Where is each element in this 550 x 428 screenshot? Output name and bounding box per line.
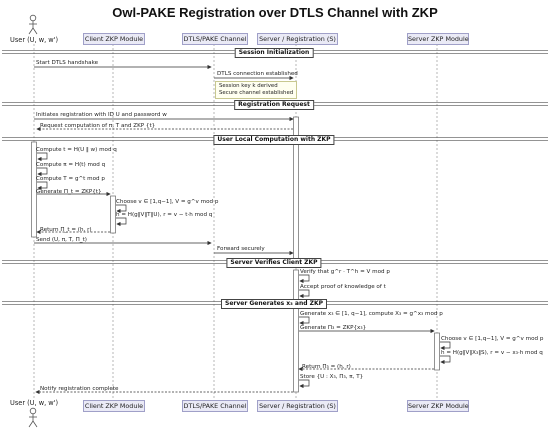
activation-client-zkp <box>110 195 116 234</box>
actor-user-top: User (U, w, w') <box>10 36 59 44</box>
msg-server-choose-v: Choose v ∈ [1,q−1], V = g^v mod p <box>441 336 544 342</box>
self-verify <box>299 274 310 284</box>
msg-verify: Verify that g^r · T^h = V mod p <box>300 269 390 275</box>
msg-forward: Forward securely <box>217 246 265 252</box>
msg-client-hash: h = H(g‖V‖T‖U), r = v − t·h mod q <box>116 212 213 218</box>
participant-client-zkp-top: Client ZKP Module <box>83 33 145 45</box>
actor-user-bottom: User (U, w, w') <box>10 399 59 407</box>
msg-compute-pi: Compute π = H(t) mod q <box>36 162 106 168</box>
self-client-choose <box>116 204 127 214</box>
msg-generate-x3: Generate x₃ ∈ [1, q−1], compute X₃ = g^x… <box>300 311 443 317</box>
msg-notify: Notify registration complete <box>40 386 119 392</box>
self-accept <box>299 289 310 299</box>
msg-send: Send (U, π, T, Π_t) <box>36 237 87 243</box>
msg-server-hash: h = H(g‖V‖X₃‖S), r = v − x₃·h mod q <box>441 350 543 356</box>
msg-compute-T: Compute T = g^t mod p <box>36 176 105 182</box>
msg-accept-proof: Accept proof of knowledge of t <box>300 284 386 290</box>
session-note: Session key k derived Secure channel est… <box>215 81 298 99</box>
section-server-verify: Server Verifies Client ZKP <box>226 258 322 268</box>
self-compute-T <box>37 181 48 191</box>
activation-server-zkp <box>434 332 440 371</box>
note-line-2: Secure channel established <box>219 90 294 96</box>
diagram-title: Owl-PAKE Registration over DTLS Channel … <box>112 5 438 20</box>
msg-client-choose-v: Choose v ∈ [1,q−1], V = g^v mod p <box>116 199 219 205</box>
activation-server-2 <box>293 269 299 393</box>
msg-generate-pi-t: Generate Π_t = ZKP{t} <box>36 189 102 195</box>
self-generate-x3 <box>299 316 310 326</box>
note-line-1: Session key k derived <box>219 83 278 89</box>
participant-server-top: Server / Registration (S) <box>257 33 338 45</box>
msg-compute-t: Compute t = H(U ‖ w) mod q <box>36 147 117 153</box>
user-actor-bottom-figure <box>28 407 38 428</box>
participant-dtls-top: DTLS/PAKE Channel <box>182 33 248 45</box>
user-actor-top-figure <box>28 14 38 35</box>
msg-dtls-established: DTLS connection established <box>217 71 298 77</box>
msg-request-computation: Request computation of π, T and ZKP {t} <box>40 123 156 129</box>
section-user-local: User Local Computation with ZKP <box>213 135 335 145</box>
participant-dtls-bottom: DTLS/PAKE Channel <box>182 400 248 412</box>
self-compute-pi <box>37 167 48 177</box>
participant-server-zkp-top: Server ZKP Module <box>407 33 469 45</box>
section-registration-request: Registration Request <box>234 100 314 110</box>
participant-server-bottom: Server / Registration (S) <box>257 400 338 412</box>
self-store <box>299 379 310 389</box>
section-server-gen: Server Generates x₃ and ZKP <box>220 299 328 309</box>
activation-user <box>31 141 37 238</box>
participant-client-zkp-bottom: Client ZKP Module <box>83 400 145 412</box>
section-session-init: Session Initialization <box>234 48 314 58</box>
self-server-hash <box>440 355 451 365</box>
self-client-hash <box>116 217 127 227</box>
msg-initiates-registration: Initiates registration with ID U and pas… <box>36 112 167 118</box>
msg-store: Store {U : X₃, Π₃, π, T} <box>300 374 364 380</box>
participant-server-zkp-bottom: Server ZKP Module <box>407 400 469 412</box>
msg-return-pi3: Return Π₃ = (h, r) <box>302 364 351 370</box>
self-server-choose <box>440 341 451 351</box>
msg-start-dtls: Start DTLS handshake <box>36 60 99 66</box>
msg-return-pi-t: Return Π_t = (h, r) <box>40 227 92 233</box>
msg-generate-pi3: Generate Π₃ = ZKP{x₃} <box>300 325 367 331</box>
self-compute-t <box>37 152 48 162</box>
